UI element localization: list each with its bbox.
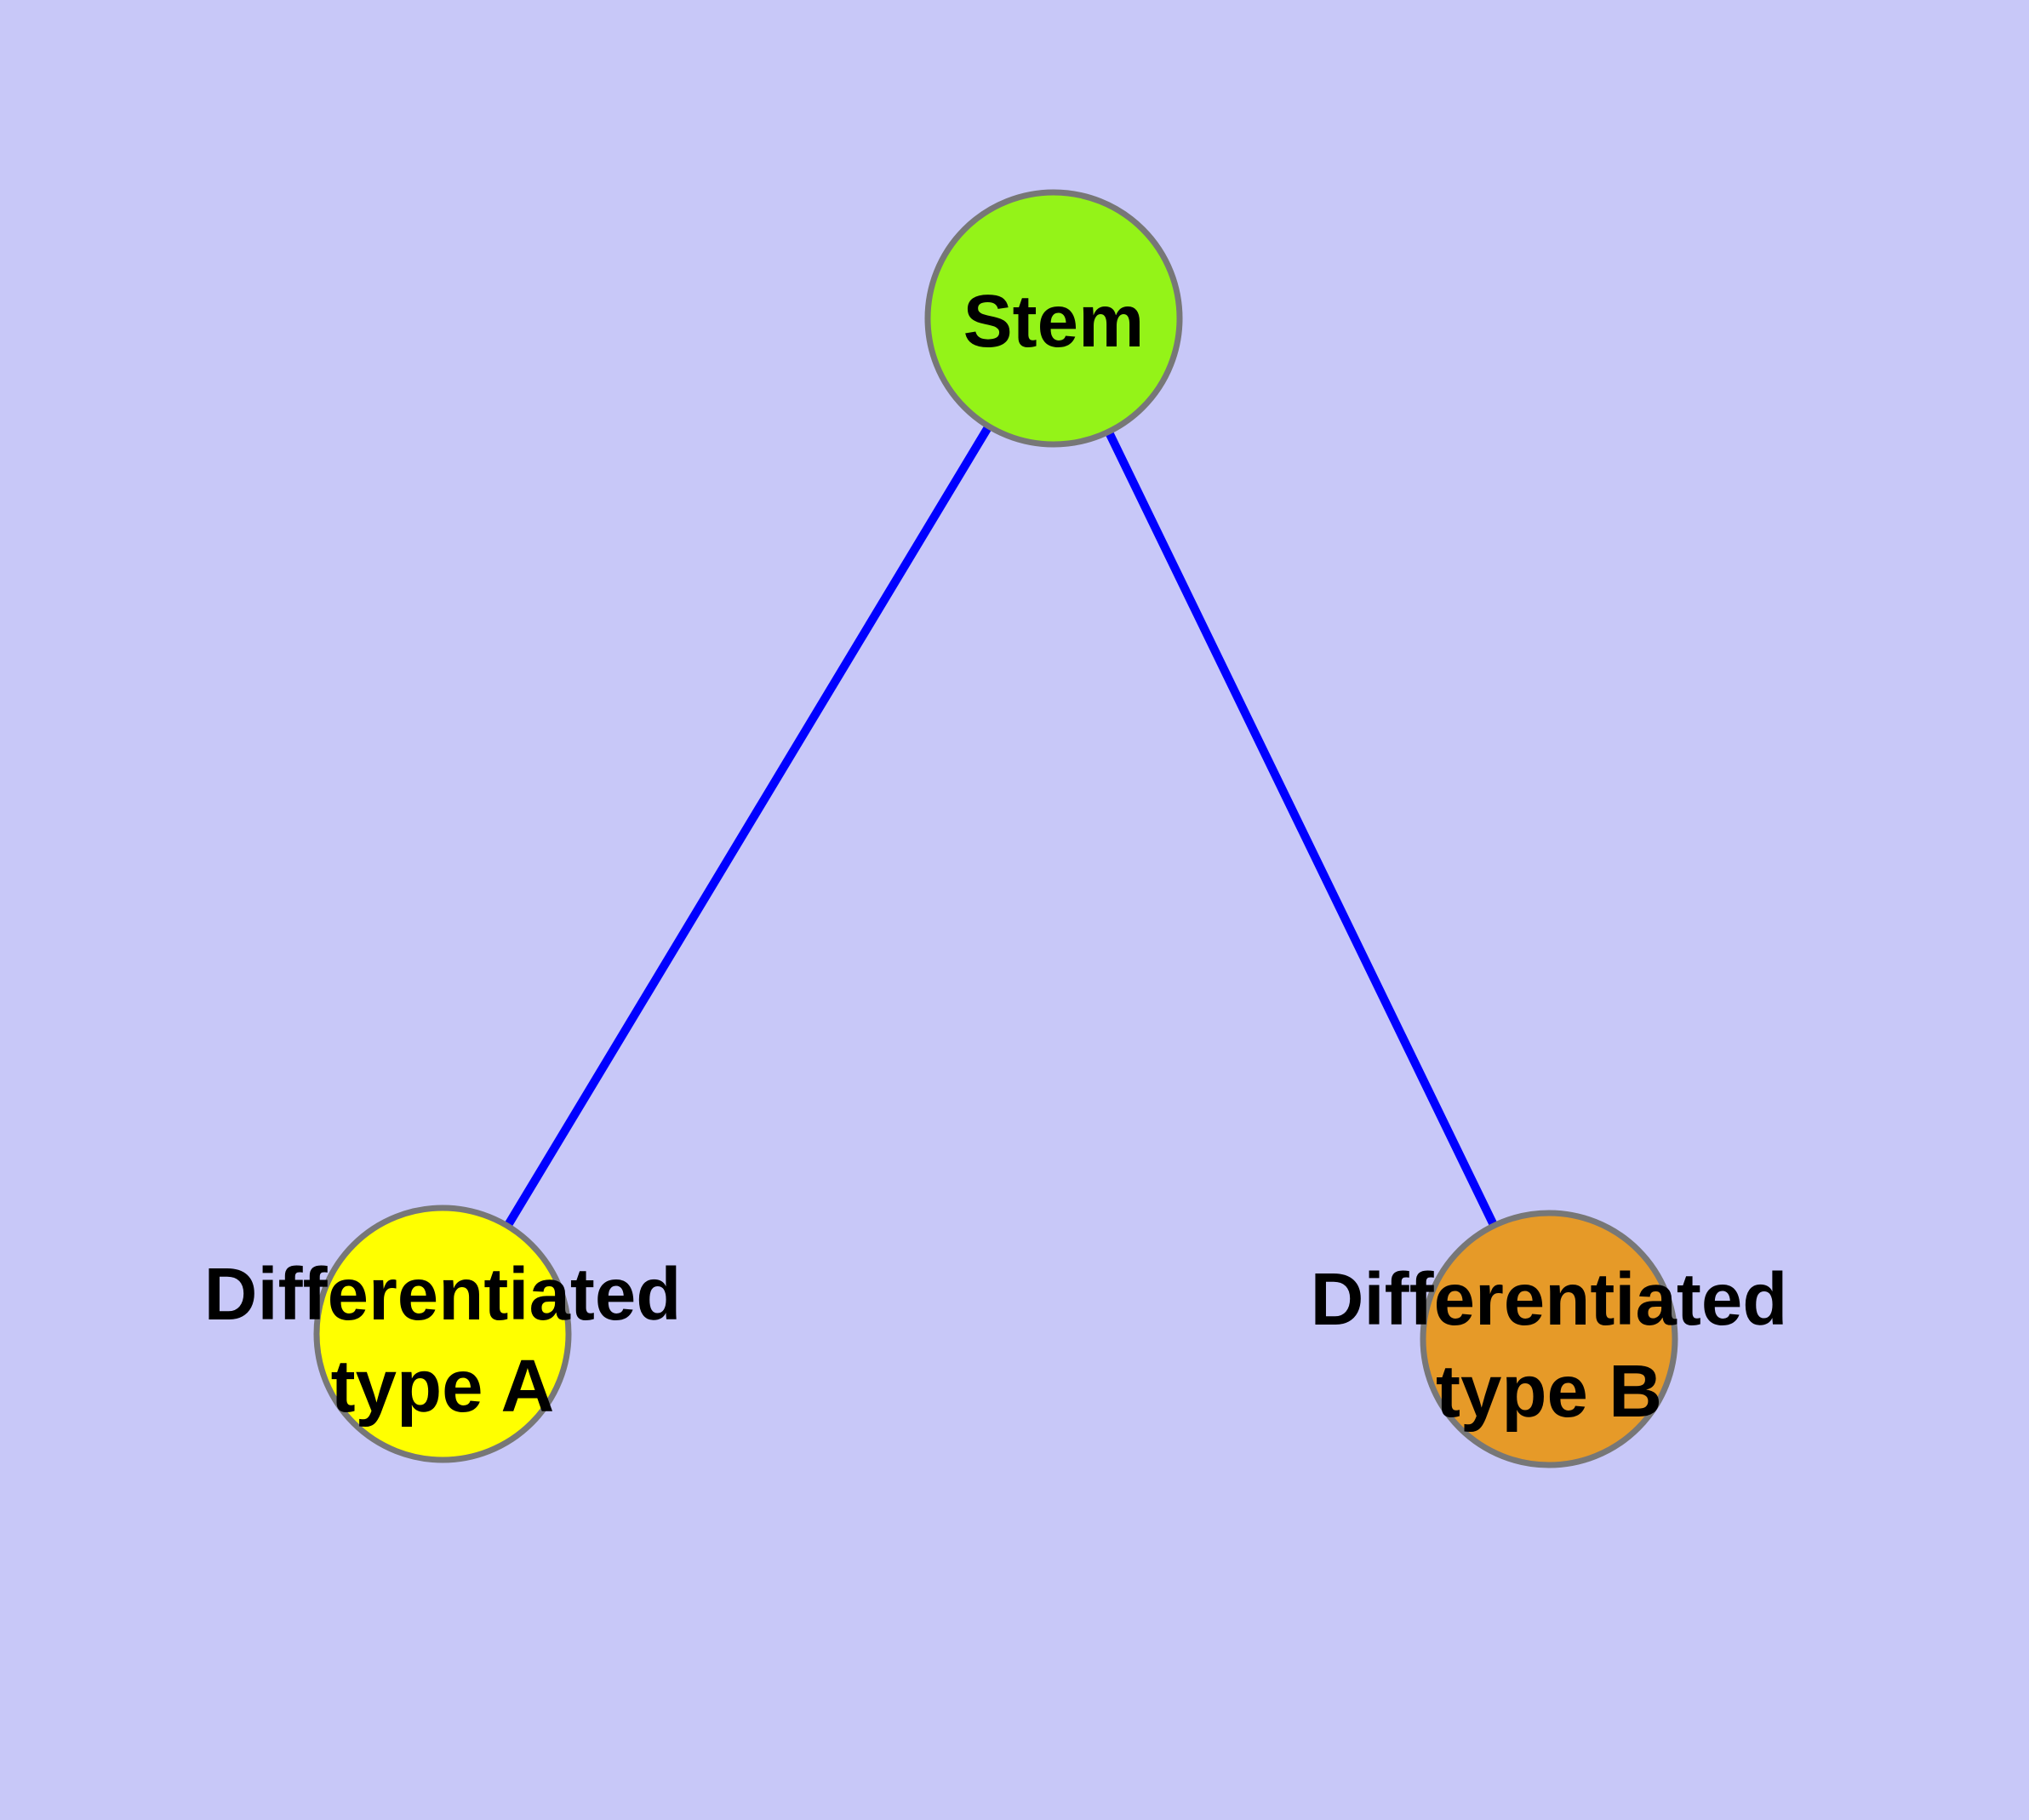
node-type-a-circle <box>313 1205 572 1463</box>
node-stem-label: Stem <box>963 280 1145 363</box>
node-type-b-label-line1: Differentiated <box>1311 1258 1788 1341</box>
node-type-a-label-line1: Differentiated <box>204 1253 682 1336</box>
node-type-a-label-line2: type A <box>331 1345 555 1428</box>
node-type-b-circle <box>1420 1210 1678 1468</box>
node-stem-circle <box>924 189 1183 448</box>
edge-stem-to-type-a <box>438 316 1058 1336</box>
edge-stem-to-type-b <box>1049 316 1553 1342</box>
node-type-b-label-line2: type B <box>1436 1350 1662 1433</box>
